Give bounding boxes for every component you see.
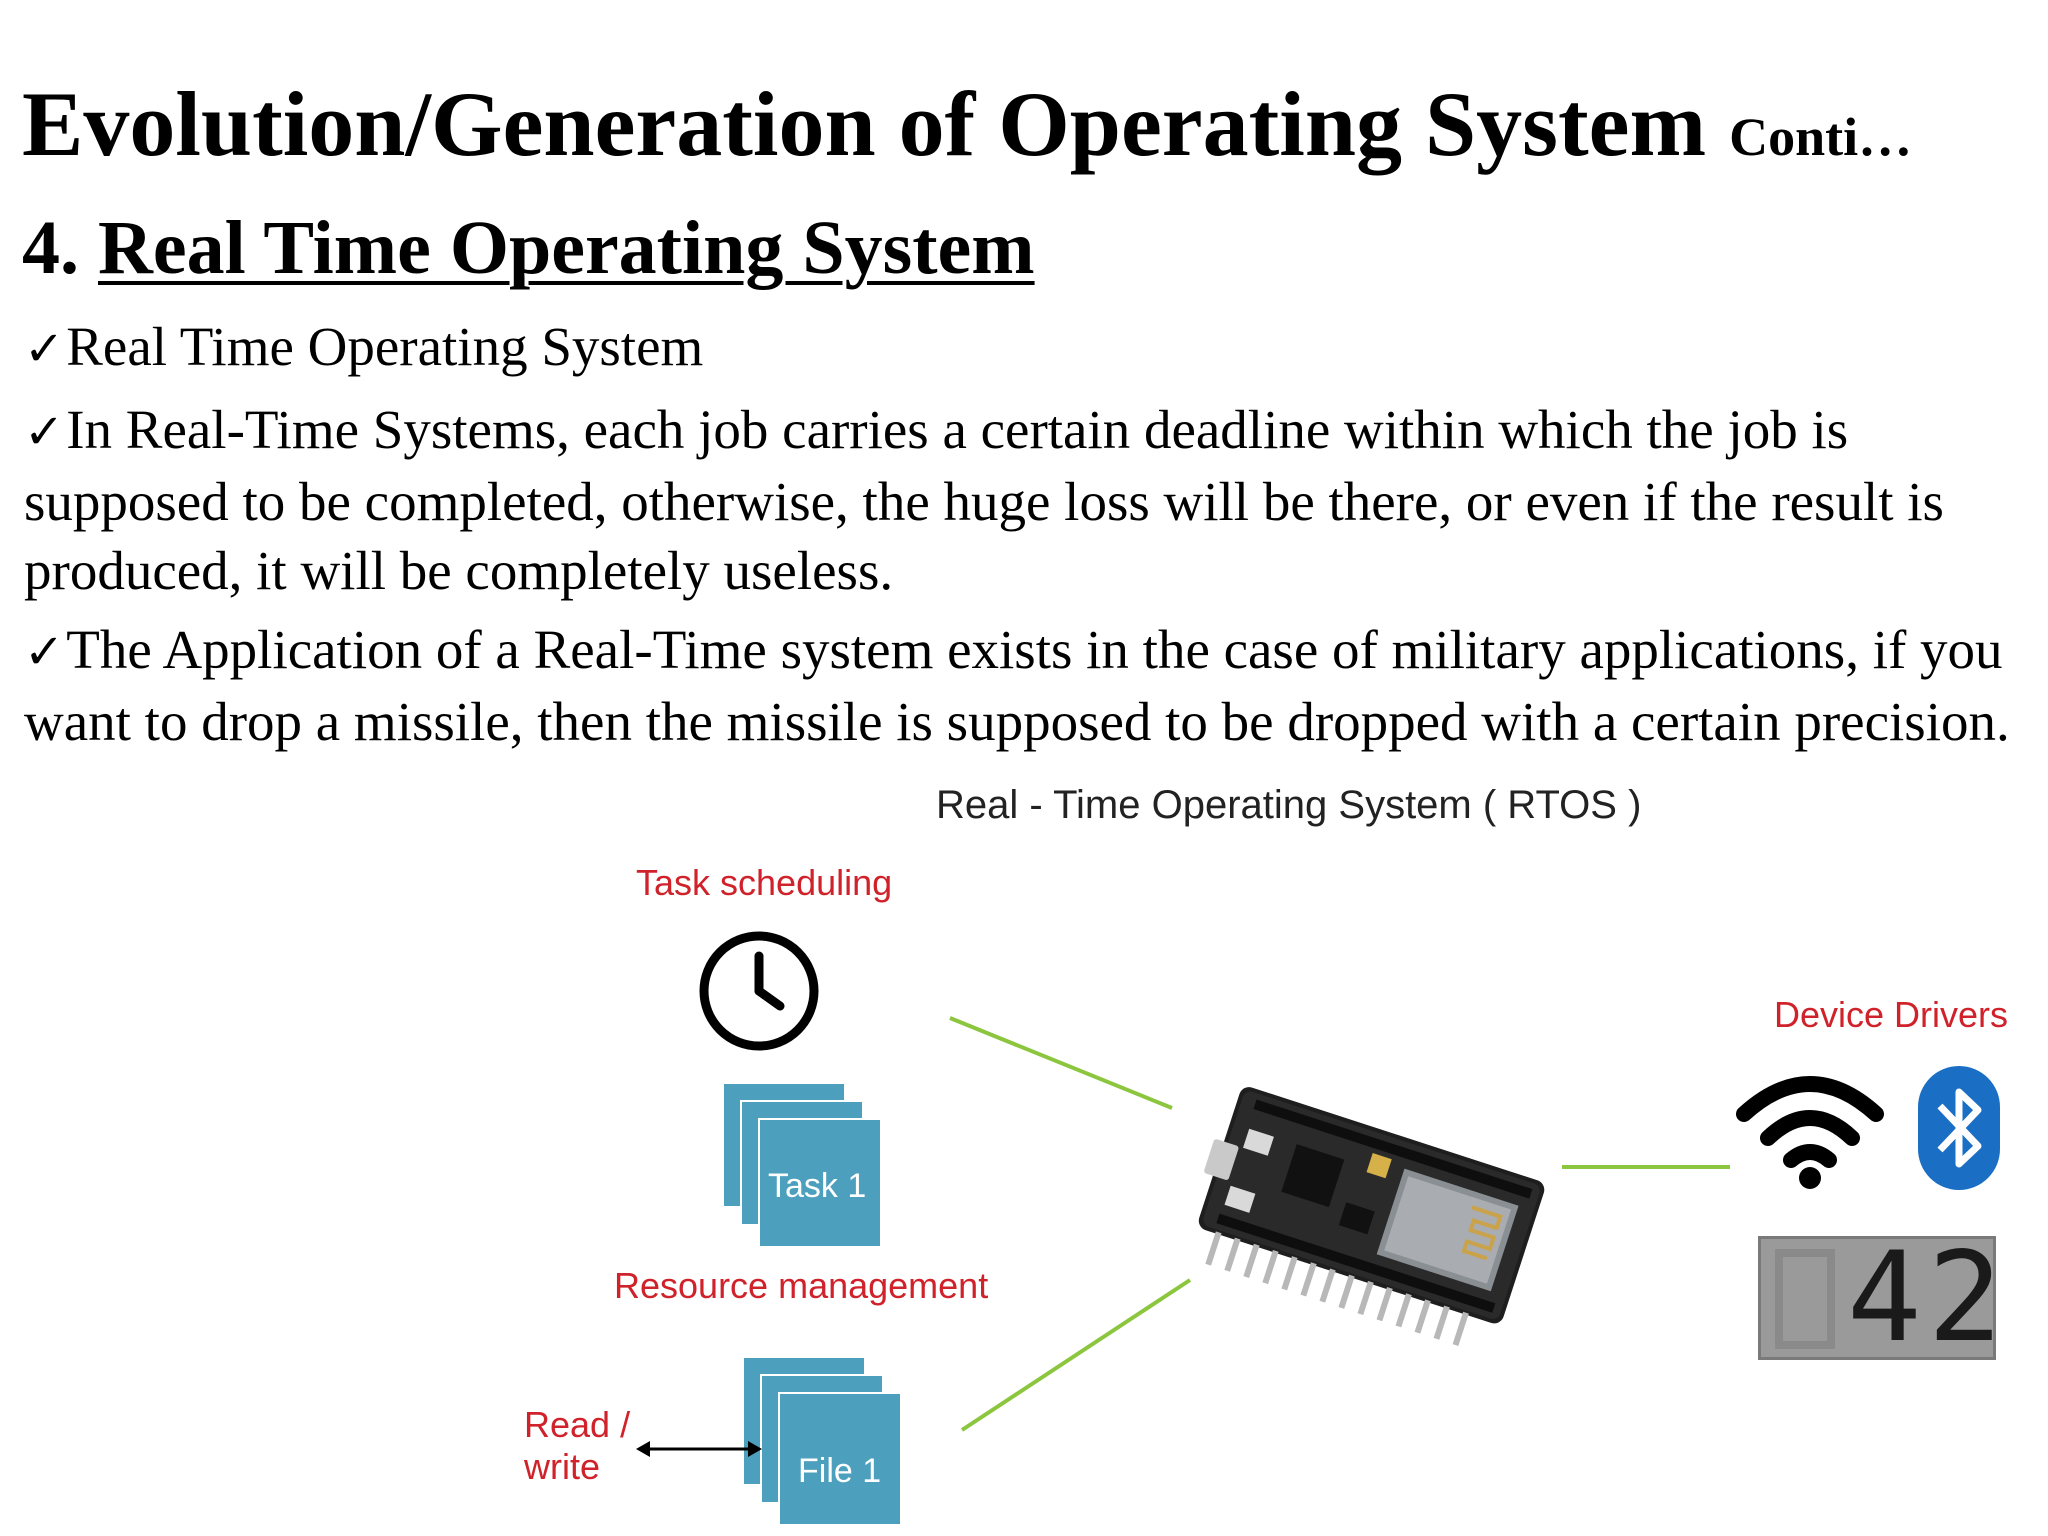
- connector-line-file: [960, 1278, 1192, 1432]
- device-drivers-label: Device Drivers: [1774, 994, 2009, 1035]
- seven-segment-display: 42: [1758, 1233, 2002, 1363]
- microcontroller-board: [1198, 1087, 1545, 1346]
- wifi-icon: [1736, 1076, 1884, 1189]
- task-card-label: Task 1: [768, 1167, 867, 1205]
- double-arrow-icon: [636, 1441, 762, 1457]
- task-card-front: [758, 1118, 882, 1248]
- file-card-front: [778, 1392, 902, 1526]
- slide-title: Evolution/Generation of Operating System…: [22, 78, 1912, 170]
- diagram-title: Real - Time Operating System ( RTOS ): [936, 783, 1642, 827]
- check-icon: ✓: [24, 404, 65, 460]
- bluetooth-icon: [1918, 1066, 2000, 1190]
- slide-title-suffix: Conti…: [1729, 107, 1913, 167]
- bullet-text-3: The Application of a Real-Time system ex…: [24, 619, 2010, 752]
- bullet-text-2: In Real-Time Systems, each job carries a…: [24, 399, 1944, 601]
- display-value: 42: [1847, 1226, 2009, 1370]
- file-card-label: File 1: [798, 1452, 882, 1490]
- task-scheduling-label: Task scheduling: [636, 862, 893, 903]
- display-ghost-digit: [1775, 1249, 1835, 1349]
- resource-management-label: Resource management: [614, 1265, 989, 1306]
- bullet-text-1: Real Time Operating System: [66, 316, 704, 377]
- bullet-item-2: ✓In Real-Time Systems, each job carries …: [24, 395, 2034, 605]
- section-title: Real Time Operating System: [98, 206, 1035, 290]
- read-write-label-line1: Read /: [524, 1404, 631, 1445]
- check-icon: ✓: [24, 321, 65, 377]
- clock-icon: [699, 931, 819, 1051]
- section-heading: 4. Real Time Operating System: [22, 210, 1035, 286]
- bullet-item-1: ✓Real Time Operating System: [24, 312, 2034, 384]
- bullet-item-3: ✓The Application of a Real-Time system e…: [24, 615, 2034, 756]
- connector-line-task: [949, 1016, 1173, 1110]
- slide-title-text: Evolution/Generation of Operating System: [22, 73, 1707, 175]
- section-number: 4.: [22, 206, 79, 290]
- read-write-label-line2: write: [524, 1446, 601, 1487]
- connector-line-drivers: [1562, 1165, 1730, 1169]
- check-icon: ✓: [24, 624, 65, 680]
